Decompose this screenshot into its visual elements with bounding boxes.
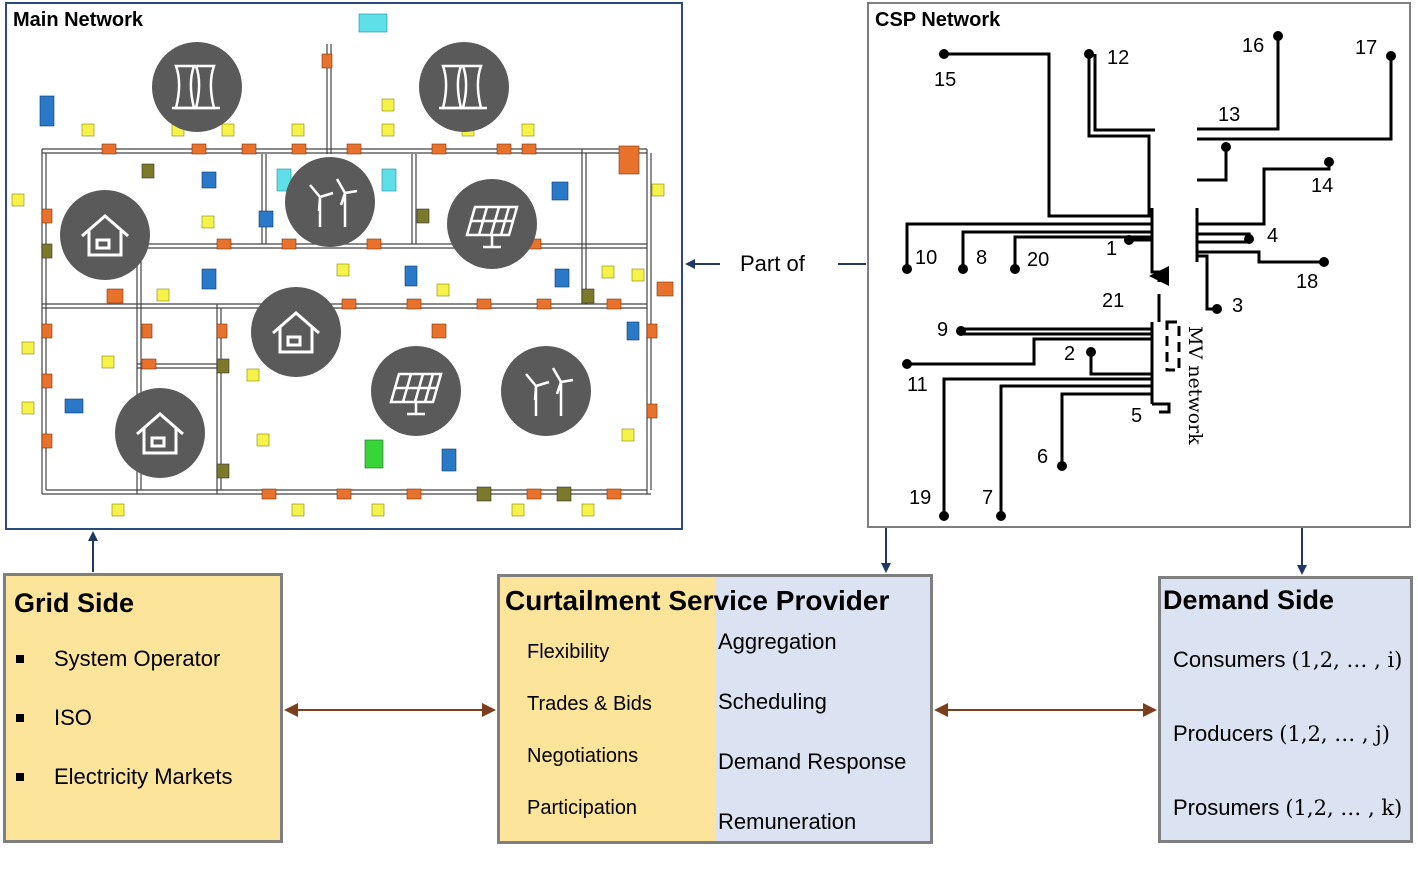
grid-item-label: ISO bbox=[54, 705, 92, 730]
node-label-7: 7 bbox=[982, 487, 993, 509]
power-plant-icon bbox=[419, 42, 509, 132]
csp-network-panel: CSP Network bbox=[867, 2, 1411, 528]
node-label-13: 13 bbox=[1218, 104, 1240, 126]
csp-right-item: Remuneration bbox=[718, 809, 857, 834]
node-label-8: 8 bbox=[976, 247, 987, 269]
node-label-2: 2 bbox=[1064, 343, 1075, 365]
solar-panel-icon bbox=[447, 179, 537, 269]
node-label-5: 5 bbox=[1131, 405, 1142, 427]
list-item: Consumers(1,2, … , i) bbox=[1173, 647, 1402, 721]
demand-side-box: Demand Side Consumers(1,2, … , i) Produc… bbox=[1158, 576, 1413, 843]
main-network-schematic bbox=[11, 13, 674, 517]
wind-turbine-icon bbox=[501, 346, 591, 436]
house-icon bbox=[251, 287, 341, 377]
csp-right-list: Aggregation Scheduling Demand Response R… bbox=[718, 629, 906, 869]
node-label-11: 11 bbox=[907, 374, 928, 396]
main-network-title: Main Network bbox=[13, 9, 144, 31]
node-label-17: 17 bbox=[1355, 37, 1377, 59]
csp-left-item: Participation bbox=[527, 797, 638, 819]
demand-item-range: (1,2, … , k) bbox=[1285, 796, 1403, 820]
demand-item-range: (1,2, … , j) bbox=[1279, 722, 1390, 746]
demand-item-label: Prosumers bbox=[1173, 795, 1280, 820]
csp-network-title: CSP Network bbox=[875, 9, 1001, 31]
list-item: Electricity Markets bbox=[16, 764, 232, 823]
part-of-label: Part of bbox=[740, 251, 805, 276]
demand-item-label: Consumers bbox=[1173, 647, 1286, 672]
csp-left-item: Flexibility bbox=[527, 641, 610, 663]
demand-item-label: Producers bbox=[1173, 721, 1274, 746]
demand-side-list: Consumers(1,2, … , i) Producers(1,2, … ,… bbox=[1173, 647, 1402, 869]
grid-side-title: Grid Side bbox=[14, 588, 135, 618]
node-label-21: 21 bbox=[1102, 290, 1124, 312]
node-label-3: 3 bbox=[1232, 295, 1243, 317]
list-item: Prosumers(1,2, … , k) bbox=[1173, 795, 1402, 869]
csp-left-item: Trades & Bids bbox=[527, 693, 652, 715]
node-label-12: 12 bbox=[1107, 47, 1129, 69]
bullet-icon bbox=[16, 714, 24, 722]
house-icon bbox=[115, 388, 205, 478]
node-label-15: 15 bbox=[934, 69, 956, 91]
list-item: ISO bbox=[16, 705, 232, 764]
csp-right-item: Aggregation bbox=[718, 629, 837, 654]
list-item: Producers(1,2, … , j) bbox=[1173, 721, 1402, 795]
node-label-16: 16 bbox=[1242, 35, 1264, 57]
demand-item-range: (1,2, … , i) bbox=[1291, 648, 1403, 672]
csp-left-item: Negotiations bbox=[527, 745, 639, 767]
csp-left-list: Flexibility Trades & Bids Negotiations P… bbox=[527, 641, 652, 849]
solar-panel-icon bbox=[371, 346, 461, 436]
node-label-19: 19 bbox=[909, 487, 931, 509]
bullet-icon bbox=[16, 773, 24, 781]
bullet-icon bbox=[16, 655, 24, 663]
grid-side-box: Grid Side System Operator ISO Electricit… bbox=[3, 573, 283, 843]
demand-side-title: Demand Side bbox=[1163, 585, 1335, 615]
node-label-14: 14 bbox=[1311, 175, 1333, 197]
main-network-panel: Main Network bbox=[5, 2, 683, 530]
grid-side-list: System Operator ISO Electricity Markets bbox=[16, 646, 232, 823]
node-label-6: 6 bbox=[1037, 446, 1048, 468]
node-label-18: 18 bbox=[1296, 271, 1318, 293]
csp-right-item: Scheduling bbox=[718, 689, 827, 714]
node-label-9: 9 bbox=[937, 319, 948, 341]
node-label-4: 4 bbox=[1267, 225, 1278, 247]
csp-right-item: Demand Response bbox=[718, 749, 907, 774]
csp-title: Curtailment Service Provider bbox=[505, 585, 890, 616]
mv-network-label: MV network bbox=[1184, 326, 1206, 445]
power-plant-icon bbox=[152, 42, 242, 132]
node-label-20: 20 bbox=[1027, 249, 1049, 271]
curtailment-service-provider-box: Curtailment Service Provider Flexibility… bbox=[497, 574, 933, 844]
node-label-1: 1 bbox=[1106, 238, 1117, 260]
house-icon bbox=[60, 190, 150, 280]
list-item: System Operator bbox=[16, 646, 232, 705]
grid-item-label: Electricity Markets bbox=[54, 764, 233, 789]
wind-turbine-icon bbox=[285, 157, 375, 247]
node-label-10: 10 bbox=[915, 247, 937, 269]
grid-item-label: System Operator bbox=[54, 646, 221, 671]
csp-network-tree: 1 2 3 4 5 6 7 8 9 10 11 12 13 14 15 16 1… bbox=[902, 31, 1396, 521]
